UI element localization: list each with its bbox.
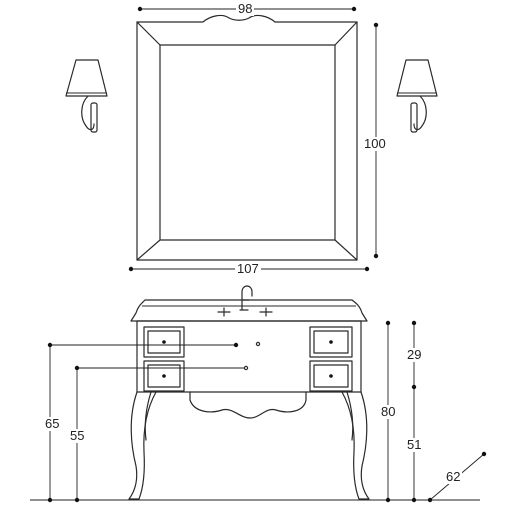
label-depth: 62 bbox=[444, 469, 463, 484]
label-mirror-width: 98 bbox=[236, 1, 255, 16]
label-drawer-height: 55 bbox=[68, 428, 87, 443]
faucet bbox=[217, 285, 273, 317]
lampshade-right bbox=[396, 59, 438, 97]
sconce-left bbox=[65, 59, 108, 133]
countertop bbox=[130, 299, 368, 322]
dimension-drawer-height bbox=[74, 365, 244, 503]
sconce-arm-right bbox=[413, 95, 427, 131]
drawer-front-bottom-left bbox=[147, 364, 181, 388]
label-frame-width: 107 bbox=[235, 261, 261, 276]
drawer-frame-top-left bbox=[143, 326, 185, 358]
drawer-frame-top-right bbox=[309, 326, 353, 358]
leg-right-front bbox=[341, 391, 370, 500]
label-overall-height: 65 bbox=[43, 416, 62, 431]
lampshade-left bbox=[65, 59, 108, 97]
label-top-height: 80 bbox=[379, 404, 398, 419]
sconce-plate-right bbox=[410, 102, 418, 133]
sconce-arm-left bbox=[81, 95, 95, 131]
mirror-bevel-lines bbox=[136, 21, 358, 261]
cabinet-skirt bbox=[189, 391, 307, 419]
drawer-frame-bottom-left bbox=[143, 360, 185, 392]
drawer-front-bottom-right bbox=[313, 364, 349, 388]
drawer-front-top-left bbox=[147, 330, 181, 354]
sconce-right bbox=[396, 59, 438, 133]
label-lower-section: 51 bbox=[405, 437, 424, 452]
label-mirror-height: 100 bbox=[362, 136, 388, 151]
label-upper-section: 29 bbox=[405, 347, 424, 362]
mirror-glass bbox=[159, 44, 336, 241]
drawer-frame-bottom-right bbox=[309, 360, 353, 392]
mirror bbox=[136, 14, 358, 261]
sconce-plate-left bbox=[90, 102, 98, 133]
mirror-frame-outer bbox=[136, 14, 358, 261]
drawer-front-top-right bbox=[313, 330, 349, 354]
leg-left-front bbox=[128, 391, 157, 500]
vanity bbox=[128, 285, 370, 500]
